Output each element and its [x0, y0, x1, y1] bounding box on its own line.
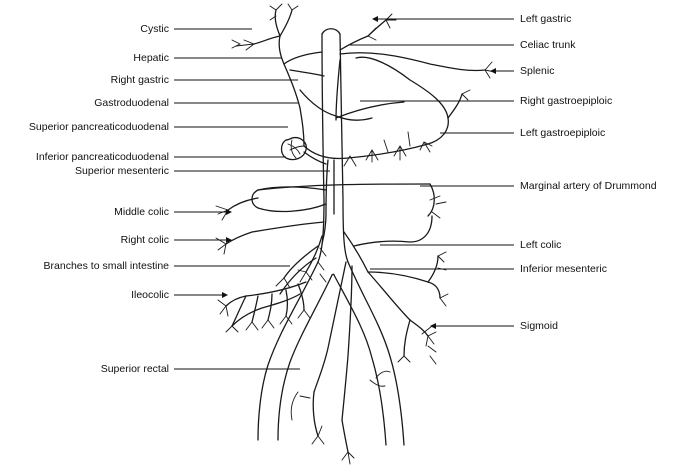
- right-leader-lines: [350, 16, 514, 329]
- label-hepatic: Hepatic: [133, 52, 169, 64]
- label-gastroduodenal: Gastroduodenal: [94, 97, 169, 109]
- label-left-colic: Left colic: [520, 239, 561, 251]
- pancreaticoduodenal-cluster: [282, 138, 327, 164]
- label-sigmoid: Sigmoid: [520, 320, 558, 332]
- label-superior-mesenteric: Superior mesenteric: [75, 165, 169, 177]
- label-marginal-artery-of-drummond: Marginal artery of Drummond: [520, 180, 657, 192]
- label-ileocolic: Ileocolic: [131, 289, 169, 301]
- label-middle-colic: Middle colic: [114, 206, 169, 218]
- label-branches-to-small-intestine: Branches to small intestine: [44, 260, 169, 272]
- gastroepiploic-arcade: [300, 57, 470, 166]
- label-inferior-pancreaticoduodenal: Inferior pancreaticoduodenal: [36, 151, 169, 163]
- label-right-gastric: Right gastric: [111, 74, 169, 86]
- label-superior-rectal: Superior rectal: [101, 363, 169, 375]
- inferior-mesenteric-system: [291, 216, 448, 464]
- label-inferior-mesenteric: Inferior mesenteric: [520, 263, 607, 275]
- label-right-gastroepiploic: Right gastroepiploic: [520, 95, 612, 107]
- label-left-gastric: Left gastric: [520, 13, 571, 25]
- celiac-trunk-branches: [232, 4, 495, 146]
- label-left-gastroepiploic: Left gastroepiploic: [520, 127, 605, 139]
- label-splenic: Splenic: [520, 65, 554, 77]
- aorta: [258, 29, 404, 445]
- superior-mesenteric-system: [216, 160, 446, 332]
- label-celiac-trunk: Celiac trunk: [520, 39, 575, 51]
- label-superior-pancreaticoduodenal: Superior pancreaticoduodenal: [29, 121, 169, 133]
- label-cystic: Cystic: [140, 23, 169, 35]
- label-right-colic: Right colic: [121, 234, 169, 246]
